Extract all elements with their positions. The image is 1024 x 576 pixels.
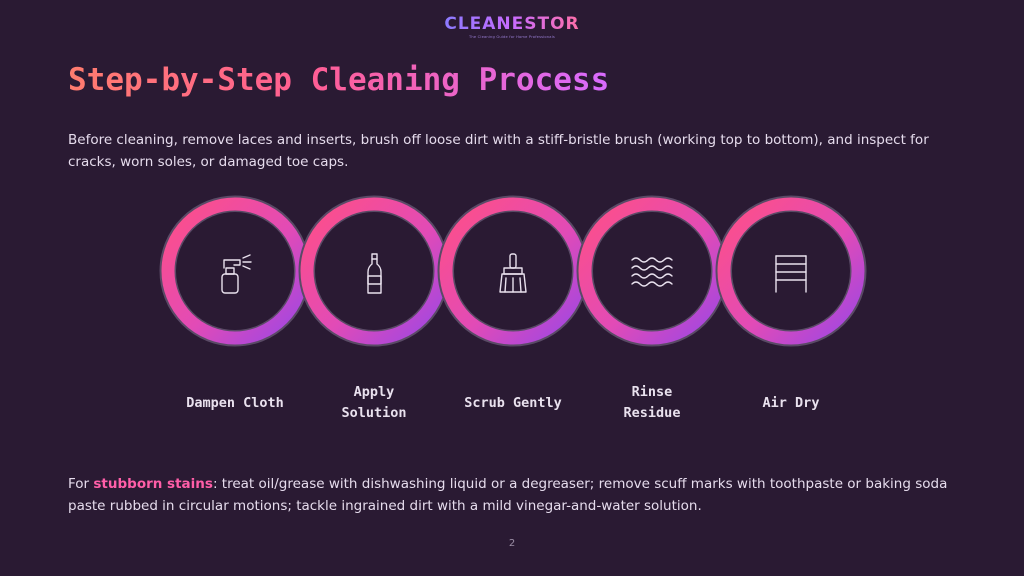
tips-highlight: stubborn stains — [93, 476, 213, 492]
step-label-3-line1: Scrub Gently — [464, 395, 562, 411]
drying-rack-icon — [775, 255, 807, 293]
step-label-5-line1: Air Dry — [762, 395, 820, 411]
page-number: 2 — [508, 538, 516, 549]
bottle-icon — [367, 253, 382, 294]
step-label-1-line1: Dampen Cloth — [186, 395, 284, 411]
step-label-4-line2: Residue — [623, 405, 681, 421]
step-label-5: Air Dry — [721, 393, 861, 414]
step-label-3: Scrub Gently — [443, 393, 583, 414]
step-ring-5 — [715, 195, 867, 347]
tips-text: : treat oil/grease with dishwashing liqu… — [68, 476, 948, 514]
spray-bottle-icon — [221, 254, 252, 294]
tips-prefix: For — [68, 476, 94, 492]
step-label-2: Apply Solution — [304, 382, 444, 424]
intro-paragraph: Before cleaning, remove laces and insert… — [68, 132, 929, 170]
step-label-4: Rinse Residue — [582, 382, 722, 424]
step-label-2-line1: Apply — [353, 384, 395, 400]
step-label-4-line1: Rinse — [631, 384, 673, 400]
tips-paragraph: For stubborn stains: treat oil/grease wi… — [68, 473, 968, 517]
step-label-1: Dampen Cloth — [165, 393, 305, 414]
step-label-2-line2: Solution — [341, 405, 407, 421]
logo: CLEANESTOR The Cleaning Guide for Home P… — [0, 14, 1024, 39]
page-title: Step-by-Step Cleaning Process — [68, 62, 610, 98]
logo-wordmark: CLEANESTOR — [444, 14, 580, 34]
water-waves-icon — [631, 257, 673, 287]
process-diagram — [159, 195, 867, 347]
logo-tagline: The Cleaning Guide for Home Professional… — [469, 35, 555, 39]
brush-icon — [499, 253, 527, 293]
